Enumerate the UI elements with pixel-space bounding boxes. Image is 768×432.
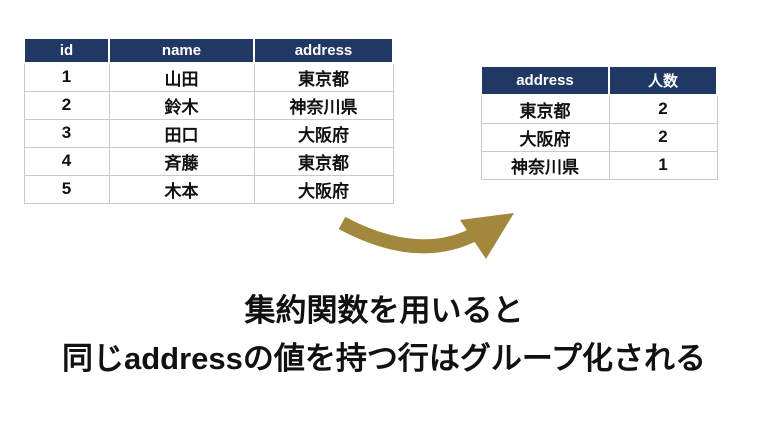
cell-count: 1 (608, 150, 718, 180)
aggregated-table-header-row: address 人数 (480, 65, 718, 96)
source-table-header-row: id name address (23, 37, 394, 64)
table-row: 5 木本 大阪府 (23, 174, 394, 204)
cell-id: 2 (23, 90, 110, 120)
source-header-id: id (23, 37, 110, 64)
table-row: 大阪府 2 (480, 122, 718, 152)
cell-id: 1 (23, 62, 110, 92)
cell-count: 2 (608, 122, 718, 152)
cell-address: 大阪府 (253, 118, 394, 148)
table-row: 1 山田 東京都 (23, 62, 394, 92)
table-row: 神奈川県 1 (480, 150, 718, 180)
table-row: 東京都 2 (480, 94, 718, 124)
cell-name: 田口 (108, 118, 255, 148)
cell-address: 神奈川県 (480, 150, 610, 180)
cell-name: 山田 (108, 62, 255, 92)
cell-address: 東京都 (253, 146, 394, 176)
cell-id: 3 (23, 118, 110, 148)
caption-line-2: 同じaddressの値を持つ行はグループ化される (61, 341, 707, 377)
table-row: 4 斉藤 東京都 (23, 146, 394, 176)
table-row: 3 田口 大阪府 (23, 118, 394, 148)
cell-name: 斉藤 (108, 146, 255, 176)
aggregated-table: address 人数 東京都 2 大阪府 2 神奈川県 1 (480, 65, 718, 180)
aggregated-header-address: address (480, 65, 610, 96)
cell-name: 鈴木 (108, 90, 255, 120)
cell-id: 4 (23, 146, 110, 176)
aggregated-header-count: 人数 (608, 65, 718, 96)
source-table: id name address 1 山田 東京都 2 鈴木 神奈川県 3 田口 … (23, 37, 394, 204)
source-header-address: address (253, 37, 394, 64)
table-row: 2 鈴木 神奈川県 (23, 90, 394, 120)
curved-arrow-up-right-icon (333, 202, 525, 268)
cell-address: 神奈川県 (253, 90, 394, 120)
cell-count: 2 (608, 94, 718, 124)
cell-address: 東京都 (480, 94, 610, 124)
cell-address: 大阪府 (253, 174, 394, 204)
caption-line-1: 集約関数を用いると (244, 293, 524, 328)
cell-name: 木本 (108, 174, 255, 204)
cell-address: 東京都 (253, 62, 394, 92)
cell-id: 5 (23, 174, 110, 204)
source-header-name: name (108, 37, 255, 64)
cell-address: 大阪府 (480, 122, 610, 152)
caption: 集約関数を用いると 同じaddressの値を持つ行はグループ化される (0, 287, 768, 383)
